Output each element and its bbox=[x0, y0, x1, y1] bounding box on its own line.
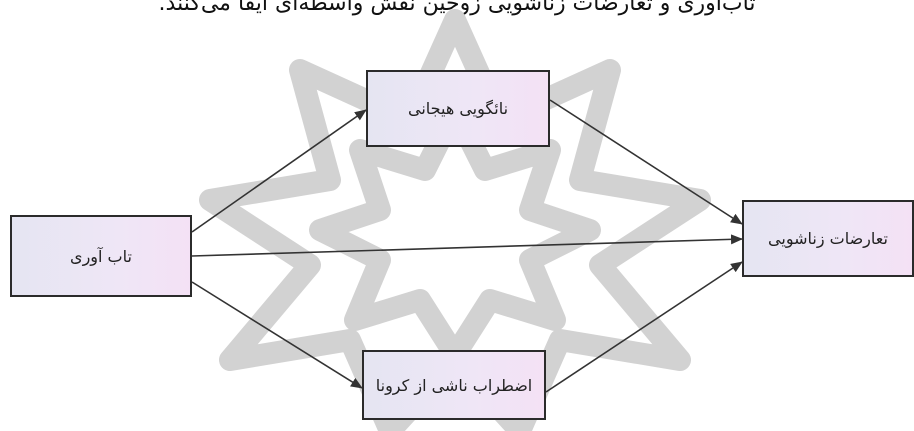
node-emotional-dysregulation-label: نائگویی هیجانی bbox=[408, 99, 508, 118]
node-corona-anxiety: اضطراب ناشی از کرونا bbox=[362, 350, 546, 420]
node-corona-anxiety-label: اضطراب ناشی از کرونا bbox=[376, 376, 533, 395]
node-emotional-dysregulation: نائگویی هیجانی bbox=[366, 70, 550, 147]
node-marital-conflict-label: تعارضات زناشویی bbox=[768, 229, 888, 248]
node-resilience: تاب آوری bbox=[10, 215, 192, 297]
node-resilience-label: تاب آوری bbox=[70, 247, 132, 266]
node-marital-conflict: تعارضات زناشویی bbox=[742, 200, 914, 277]
arrow-anxiety-to-conflict bbox=[546, 262, 742, 392]
